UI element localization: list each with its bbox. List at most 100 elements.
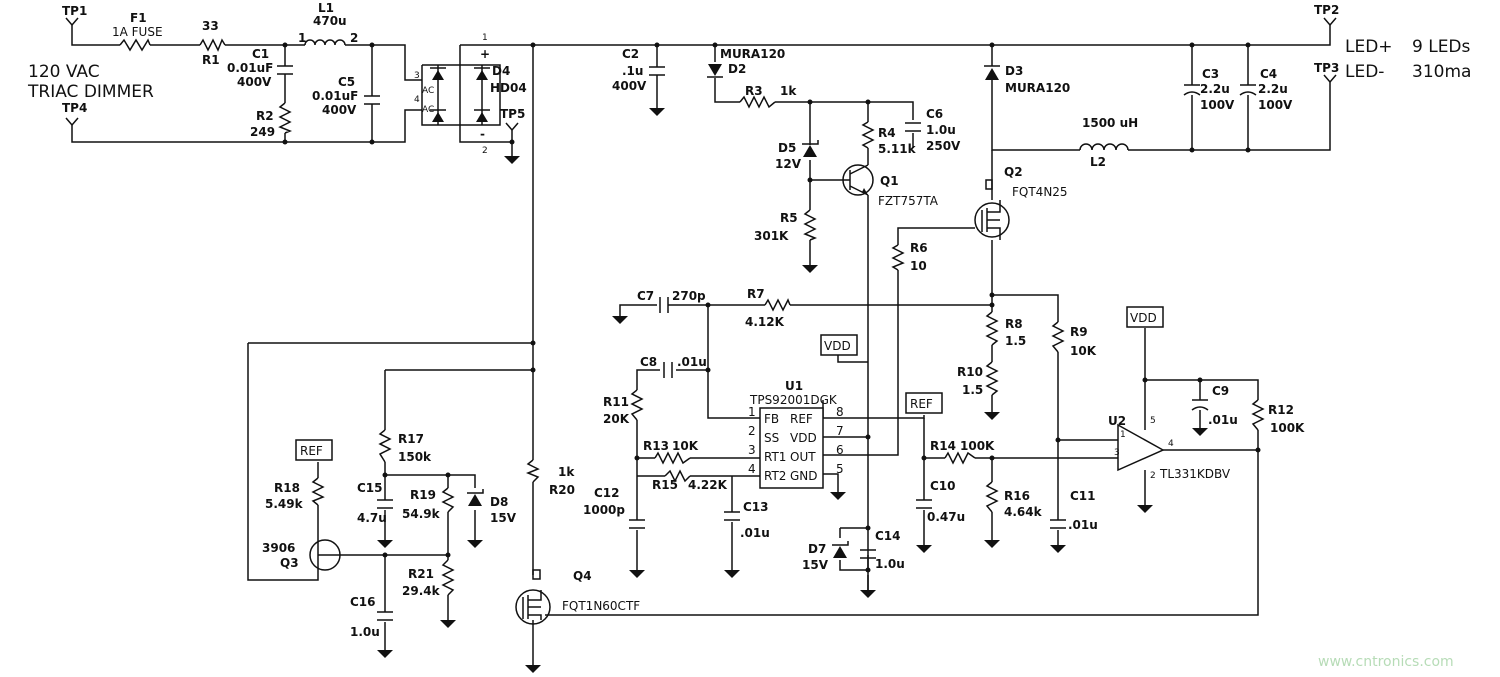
resistor-r19-symbol	[441, 487, 455, 513]
output-current: 310ma	[1412, 62, 1471, 82]
r19-ref: R19	[410, 488, 436, 502]
r21-ref: R21	[408, 567, 434, 581]
d4-pin1: 1	[482, 33, 488, 43]
resistor-r13-symbol	[654, 451, 691, 465]
c4-rating: 100V	[1258, 98, 1293, 112]
capacitor-c13-symbol	[724, 511, 740, 521]
d2-value: MURA120	[720, 47, 785, 61]
transistor-q1-symbol	[842, 164, 874, 196]
d4-minus: -	[480, 127, 485, 141]
r4-value: 5.11k	[878, 142, 917, 156]
vdd-label-2: VDD	[1130, 311, 1157, 325]
r6-ref: R6	[910, 241, 928, 255]
c8-ref: C8	[640, 355, 657, 369]
labels: TP1 TP4 TP5 TP2 TP3 120 VAC TRIAC DIMMER…	[27, 1, 1471, 670]
c2-value: .1u	[622, 64, 643, 78]
d4-pin3: 3	[414, 71, 420, 81]
u1-pin6-num: 6	[836, 443, 844, 457]
capacitor-c5-symbol	[364, 92, 380, 108]
resistor-r8-symbol	[985, 311, 999, 346]
output-count: 9 LEDs	[1412, 37, 1471, 57]
u1-pin8-num: 8	[836, 405, 844, 419]
resistor-r15-symbol	[664, 469, 691, 483]
r3-value: 1k	[780, 84, 797, 98]
c14-ref: C14	[875, 529, 901, 543]
c14-value: 1.0u	[875, 557, 905, 571]
c1-value: 0.01uF	[227, 61, 273, 75]
l1-ref: L1	[318, 1, 334, 15]
capacitor-c11-symbol	[1050, 519, 1066, 529]
c3-value: 2.2u	[1200, 82, 1230, 96]
tp1-label: TP1	[62, 4, 87, 18]
c7-value: 270p	[672, 289, 706, 303]
resistor-r2-symbol	[278, 102, 293, 134]
ref-label-1: REF	[910, 397, 933, 411]
c6-value: 1.0u	[926, 123, 956, 137]
junctions	[282, 42, 1261, 573]
r13-ref: R13	[643, 439, 669, 453]
r5-ref: R5	[780, 211, 798, 225]
bridge-rectifier-d4-symbol	[430, 65, 490, 125]
c11-ref: C11	[1070, 489, 1096, 503]
resistor-r6-symbol	[891, 244, 905, 271]
c5-rating: 400V	[322, 103, 357, 117]
u1-pin-ss: SS	[764, 431, 779, 445]
resistor-r1-symbol	[199, 38, 226, 52]
zener-d8-symbol	[467, 489, 484, 506]
mosfet-q2-symbol	[974, 179, 1010, 240]
r17-ref: R17	[398, 432, 424, 446]
comparator-u2-symbol	[1117, 423, 1165, 472]
u2-pin4: 4	[1168, 439, 1174, 449]
wiring	[71, 25, 1331, 665]
resistor-r16-symbol	[985, 481, 999, 513]
ref-net-box-2	[295, 439, 333, 461]
vdd-label-1: VDD	[824, 339, 851, 353]
q3-ref: Q3	[280, 556, 299, 570]
resistor-r5-symbol	[803, 209, 818, 241]
capacitor-c4-symbol	[1239, 84, 1257, 96]
r4-ref: R4	[878, 126, 896, 140]
q2-ref: Q2	[1004, 165, 1023, 179]
r10-value: 1.5	[962, 383, 983, 397]
c16-ref: C16	[350, 595, 376, 609]
resistor-r18-symbol	[311, 477, 325, 506]
d4-ac2: AC	[422, 105, 434, 115]
r20-value: 1k	[558, 465, 575, 479]
q4-value: FQT1N60CTF	[562, 599, 640, 613]
tp4-label: TP4	[62, 101, 87, 115]
d2-ref: D2	[728, 62, 746, 76]
c1-ref: C1	[252, 47, 269, 61]
r16-value: 4.64k	[1004, 505, 1043, 519]
r8-ref: R8	[1005, 317, 1023, 331]
u1-pin-ref: REF	[790, 412, 813, 426]
mosfet-q4-symbol	[515, 569, 551, 625]
resistor-r3-symbol	[739, 95, 776, 109]
resistor-r7-symbol	[764, 298, 791, 312]
u1-pin-rt1: RT1	[764, 450, 786, 464]
u1-pin4-num: 4	[748, 462, 756, 476]
watermark: www.cntronics.com	[1318, 654, 1454, 670]
d4-pin2: 2	[482, 146, 488, 156]
d7-ref: D7	[808, 542, 826, 556]
c2-ref: C2	[622, 47, 639, 61]
c13-value: .01u	[740, 526, 770, 540]
resistor-r20-symbol	[525, 459, 540, 483]
c9-value: .01u	[1208, 413, 1238, 427]
vdd-net-box-2	[1126, 306, 1164, 328]
c6-rating: 250V	[926, 139, 961, 153]
r14-value: 100K	[960, 439, 995, 453]
u1-ref: U1	[785, 379, 803, 393]
diode-d2-symbol	[707, 64, 723, 78]
c4-value: 2.2u	[1258, 82, 1288, 96]
l2-ref: L2	[1090, 155, 1106, 169]
r6-value: 10	[910, 259, 927, 273]
capacitor-c9-symbol	[1191, 399, 1209, 411]
r18-value: 5.49k	[265, 497, 304, 511]
d7-value: 15V	[802, 558, 829, 572]
c15-ref: C15	[357, 481, 383, 495]
r20-ref: R20	[549, 483, 575, 497]
u2-pin1: 1	[1120, 430, 1126, 440]
r1-value: 33	[202, 19, 219, 33]
c7-ref: C7	[637, 289, 654, 303]
d8-ref: D8	[490, 495, 508, 509]
